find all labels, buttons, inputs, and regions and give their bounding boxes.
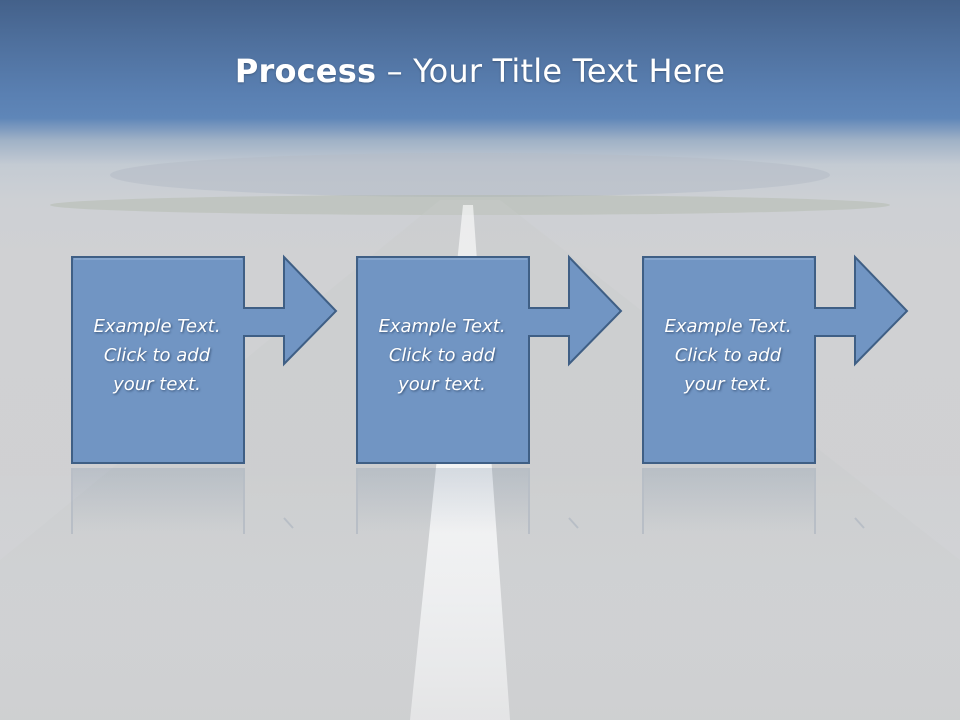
step-line-1: Example Text. bbox=[378, 316, 506, 337]
title-rest: – Your Title Text Here bbox=[376, 52, 726, 90]
title-bold: Process bbox=[234, 52, 377, 90]
right-arrow-icon bbox=[71, 254, 338, 464]
step-3-reflection bbox=[642, 468, 865, 534]
process-step-2[interactable]: Example Text. Click to add your text. bbox=[356, 254, 626, 468]
step-text[interactable]: Example Text. Click to add your text. bbox=[356, 312, 528, 399]
right-arrow-icon bbox=[642, 254, 909, 464]
horizon-haze bbox=[110, 153, 830, 197]
step-line-3: your text. bbox=[684, 374, 772, 395]
step-text[interactable]: Example Text. Click to add your text. bbox=[71, 312, 243, 399]
step-line-2: Click to add bbox=[674, 345, 782, 366]
step-line-3: your text. bbox=[113, 374, 201, 395]
process-step-3[interactable]: Example Text. Click to add your text. bbox=[642, 254, 912, 468]
step-line-3: your text. bbox=[398, 374, 486, 395]
right-arrow-icon bbox=[356, 254, 623, 464]
step-line-2: Click to add bbox=[103, 345, 211, 366]
step-line-1: Example Text. bbox=[664, 316, 792, 337]
step-line-2: Click to add bbox=[388, 345, 496, 366]
process-step-1[interactable]: Example Text. Click to add your text. bbox=[71, 254, 341, 468]
step-text[interactable]: Example Text. Click to add your text. bbox=[642, 312, 814, 399]
step-line-1: Example Text. bbox=[93, 316, 221, 337]
step-1-reflection bbox=[71, 468, 294, 534]
slide-title[interactable]: Process – Your Title Text Here bbox=[0, 52, 960, 90]
step-2-reflection bbox=[356, 468, 579, 534]
